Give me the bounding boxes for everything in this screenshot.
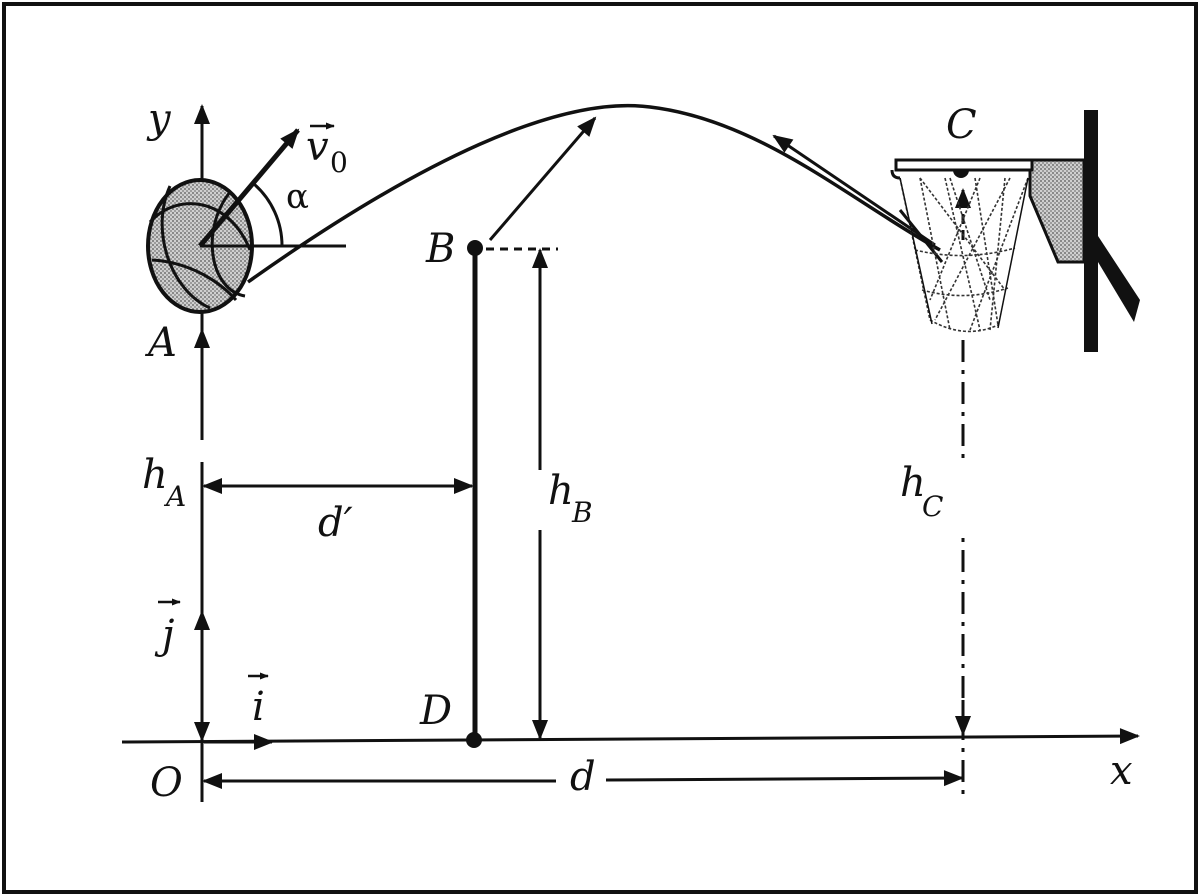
point-b-dot [467,240,483,256]
initial-velocity-arrow [198,128,300,248]
point-a-label: A [144,320,177,366]
y-axis-label: y [146,96,172,142]
point-d-label: D [419,688,452,734]
velocity-symbol: v [306,124,329,170]
trajectory-curve [246,103,941,284]
unit-vector-j-label: j [154,598,181,658]
point-d-dot [466,732,482,748]
d-prime-label: d′ [318,500,353,546]
velocity-arrow-b [488,116,597,241]
unit-j-symbol: j [154,612,174,658]
d-arrow-right [605,770,964,787]
origin-label: O [150,760,183,806]
velocity-label: v 0 [306,122,348,179]
point-b-label: B [425,226,455,272]
height-b-label: h B [548,468,593,529]
height-a-subscript: A [163,480,186,513]
height-b-subscript: B [571,496,593,529]
basketball-hoop-icon [890,110,1140,352]
unit-i-symbol: i [252,684,265,730]
height-b-symbol: h [548,468,574,514]
angle-label: α [286,177,309,217]
x-axis [121,728,1140,745]
velocity-arrow-c [772,134,936,247]
point-c-label: C [946,102,977,148]
height-c-label: h C [900,460,943,523]
velocity-subscript: 0 [330,146,348,179]
angle-arc [253,182,284,247]
unit-vector-i-label: i [248,672,269,730]
height-a-symbol: h [142,452,168,498]
d-label: d [570,754,596,800]
height-c-subscript: C [922,490,943,523]
height-c-symbol: h [900,460,926,506]
height-a-label: h A [142,452,186,513]
x-axis-label: x [1110,748,1133,794]
